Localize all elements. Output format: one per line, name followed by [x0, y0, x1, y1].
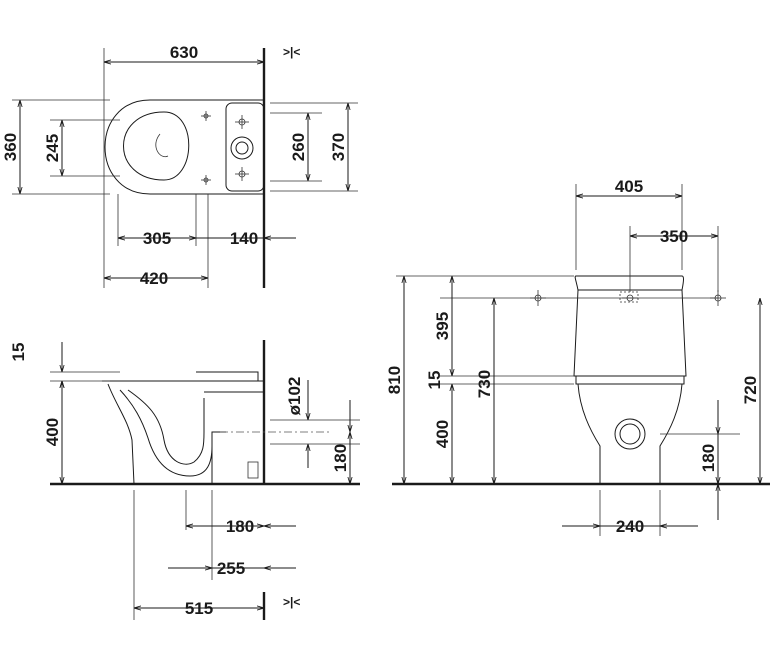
dim-label-240: 240	[616, 517, 644, 536]
dim-label-140: 140	[230, 229, 258, 248]
cistern-outlet	[230, 136, 254, 160]
side-wall-marker: >|<	[283, 595, 300, 609]
dim-label-720: 720	[741, 376, 760, 404]
side-extension-lines	[50, 371, 360, 620]
side-view: 15 400 ø102 180 180 255 515 >|<	[9, 340, 360, 620]
dim-label-180-bottom: 180	[226, 517, 254, 536]
bowl-outline	[104, 99, 264, 195]
dim-label-245: 245	[43, 134, 62, 162]
front-outlet-inner	[619, 423, 641, 445]
dim-label-180-side: 180	[331, 444, 350, 472]
dim-label-405: 405	[615, 177, 643, 196]
top-wall-marker: >|<	[283, 45, 300, 59]
dim-label-15-front: 15	[425, 371, 444, 390]
dim-label-260: 260	[289, 133, 308, 161]
cistern-lid	[574, 275, 684, 291]
dim-label-420: 420	[140, 269, 168, 288]
dim-label-400-front: 400	[433, 420, 452, 448]
dim-label-350: 350	[660, 227, 688, 246]
front-view: 405 350 810 395 15 730 400 720 180 240	[385, 177, 770, 536]
cistern-plan	[225, 102, 265, 192]
cistern-outlet-inner	[235, 141, 249, 155]
top-extension-lines	[12, 48, 358, 288]
bowl-drain	[155, 133, 169, 158]
dim-label-370: 370	[329, 133, 348, 161]
dim-label-360: 360	[1, 133, 20, 161]
dim-label-630: 630	[170, 43, 198, 62]
dim-label-305: 305	[143, 229, 171, 248]
front-outlet	[614, 418, 646, 450]
dim-label-180-front: 180	[699, 444, 718, 472]
fixing-points	[201, 111, 249, 185]
bowl-seat-line	[102, 380, 265, 393]
dim-label-810: 810	[385, 366, 404, 394]
top-view: >|< 63	[1, 43, 358, 288]
bowl-trap-inner	[127, 389, 205, 465]
dim-label-400-side: 400	[43, 418, 62, 446]
cistern-body	[573, 289, 687, 377]
seat-edge	[575, 375, 685, 385]
dim-label-730: 730	[475, 370, 494, 398]
dim-label-255: 255	[217, 559, 245, 578]
dim-label-515: 515	[185, 599, 213, 618]
bowl-front-body	[577, 383, 683, 485]
bowl-front-outer	[107, 383, 135, 485]
bowl-opening	[123, 111, 190, 181]
bowl-trap-outer	[119, 389, 226, 477]
cistern-side-stub	[196, 371, 259, 381]
dim-label-395: 395	[433, 312, 452, 340]
dim-label-102: ø102	[285, 377, 304, 416]
fixing-bracket	[247, 461, 259, 479]
dim-label-15-side: 15	[9, 343, 28, 362]
flush-button	[619, 291, 639, 303]
